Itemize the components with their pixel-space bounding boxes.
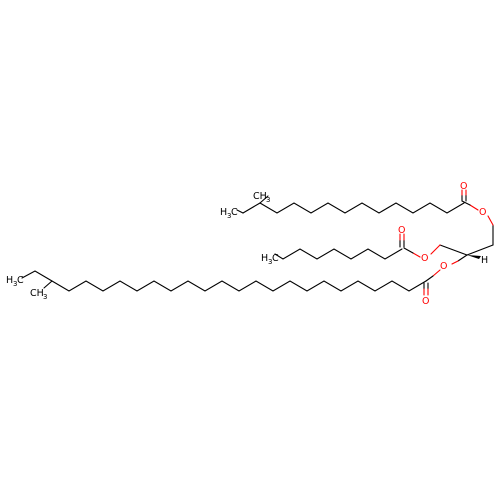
o-ester-low: O	[440, 261, 447, 272]
svg-text:C: C	[272, 253, 279, 264]
svg-text:3: 3	[43, 293, 47, 301]
svg-text:C: C	[17, 275, 24, 286]
o-carbonyl-low: O	[422, 296, 429, 307]
stereo-hydrogen: H	[481, 255, 488, 266]
h3c-mid-label: H 3 C	[261, 253, 279, 266]
svg-text:3: 3	[266, 196, 270, 204]
svg-text:3: 3	[227, 212, 231, 220]
svg-text:H: H	[220, 207, 227, 218]
svg-text:H: H	[6, 275, 13, 286]
wedge-bond	[467, 255, 481, 259]
ch3-top-branch-label: CH 3	[253, 191, 270, 204]
atom-labels: O O O O O O H CH 3 H 3 C H 3 C H 3 C	[6, 181, 488, 307]
h3c-top-label: H 3 C	[220, 207, 238, 220]
stereocenter	[451, 254, 481, 265]
svg-text:CH: CH	[30, 288, 44, 299]
svg-text:C: C	[231, 207, 238, 218]
o-ester-mid: O	[421, 253, 428, 264]
ch3-low-branch-label: CH 3	[30, 288, 47, 301]
o-carbonyl-mid: O	[398, 225, 405, 236]
o-ester-top: O	[479, 207, 486, 218]
svg-text:CH: CH	[253, 191, 267, 202]
h3c-low-label: H 3 C	[6, 275, 24, 288]
svg-text:H: H	[261, 253, 268, 264]
svg-text:3: 3	[268, 258, 272, 266]
middle-acyl-chain	[274, 233, 494, 260]
bottom-acyl-chain	[21, 269, 441, 296]
top-acyl-chain	[236, 189, 494, 246]
svg-text:3: 3	[13, 280, 17, 288]
o-carbonyl-top: O	[460, 181, 467, 192]
